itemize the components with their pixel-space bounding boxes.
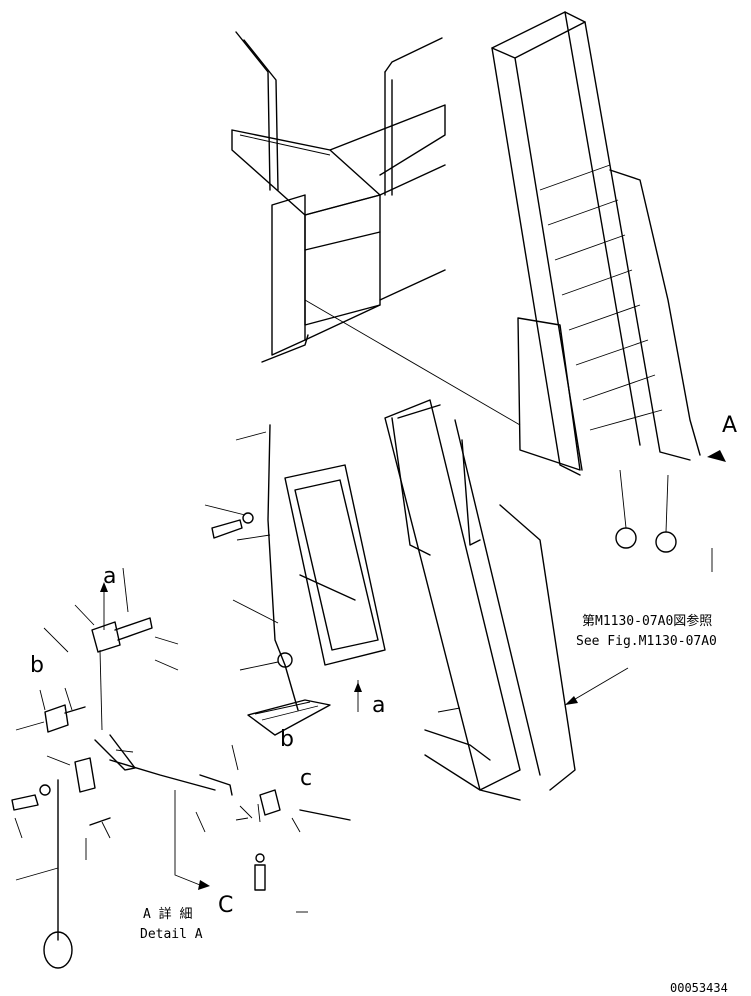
cable-knob [277, 652, 293, 668]
connection-leader [304, 299, 521, 426]
view-a-label: A [722, 413, 737, 438]
bolt [211, 519, 243, 539]
callout-a-lower: a [372, 693, 385, 718]
ladder-assembly [491, 11, 701, 553]
callout-b-left: b [30, 653, 44, 678]
detail-en: Detail A [140, 927, 203, 942]
detail-jp: A 詳 細 [143, 906, 192, 922]
drawing-number: 00053434 [670, 981, 728, 995]
mesh-plate [247, 699, 331, 736]
reference-jp: 第M1130-07A0図参照 [582, 613, 712, 629]
section-c-line [174, 790, 201, 886]
callout-b-arrow [39, 689, 46, 711]
machine-deck-view [231, 31, 446, 363]
callout-a-upper: a [103, 564, 116, 589]
cover-panel [284, 464, 386, 666]
stair-frame [384, 399, 576, 801]
release-cable [267, 424, 299, 711]
part-leaders [14, 431, 713, 913]
callout-c-lower: C [218, 893, 233, 918]
washer [242, 512, 254, 524]
latch-mechanism [11, 617, 351, 969]
reference-en: See Fig.M1130-07A0 [576, 634, 717, 649]
callout-c-right: c [300, 766, 312, 791]
view-a-arrow [707, 450, 726, 462]
callout-b-right: b [280, 727, 294, 752]
